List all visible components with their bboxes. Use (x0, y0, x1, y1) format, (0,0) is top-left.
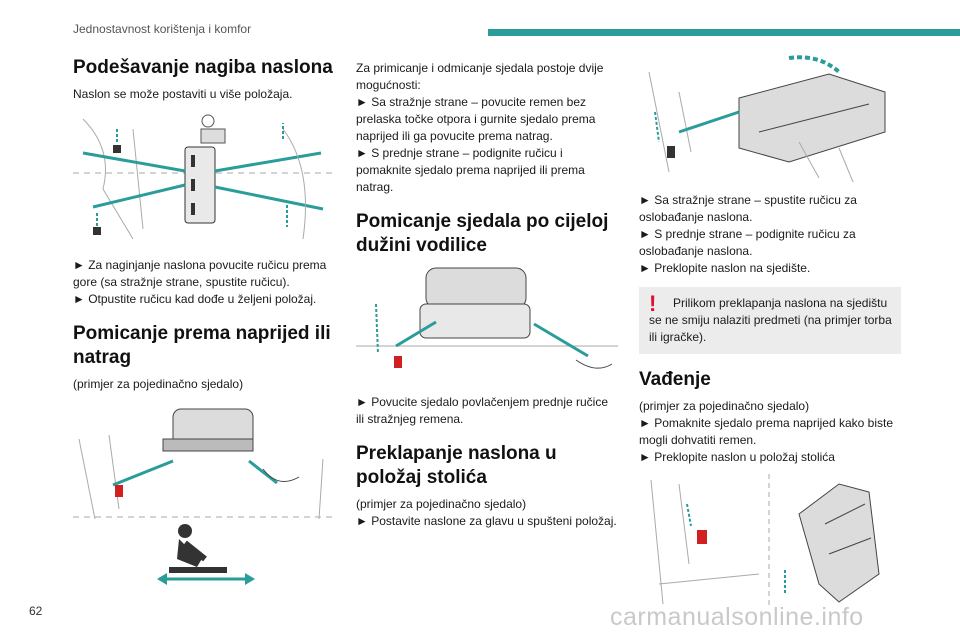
section-intro-forward-back: (primjer za pojedinačno sjedalo) (73, 377, 244, 391)
running-header: Jednostavnost korištenja i komfor (73, 22, 252, 36)
illustration-full-rail (356, 264, 618, 384)
page-number: 62 (29, 604, 43, 618)
section-title-forward-back: Pomicanje prema naprijed ili natrag (73, 323, 331, 368)
section-title-full-rail: Pomicanje sjedala po cijeloj dužini vodi… (356, 211, 609, 256)
column-3: ► Sa stražnje strane – spustite ručicu z… (639, 52, 901, 606)
section-title-recline: Podešavanje nagiba naslona (73, 57, 333, 78)
watermark: carmanualsonline.info (610, 603, 864, 631)
fold-steps: ► Sa stražnje strane – spustite ručicu z… (639, 193, 857, 275)
illustration-removal (639, 474, 901, 606)
section-text-table-position: (primjer za pojedinačno sjedalo) ► Posta… (356, 497, 617, 528)
header-accent-bar (488, 29, 960, 36)
section-intro-recline: Naslon se može postaviti u više položaja… (73, 87, 293, 101)
warning-icon: ! (649, 291, 657, 316)
illustration-fold-backrest (639, 52, 901, 182)
section-steps-recline: ► Za naginjanje naslona povucite ručicu … (73, 258, 327, 306)
column-1: Podešavanje nagiba naslona Naslon se mož… (73, 56, 335, 589)
section-text-removal: (primjer za pojedinačno sjedalo) ► Pomak… (639, 399, 894, 464)
warning-box: ! Prilikom preklapanja naslona na sjediš… (639, 287, 901, 354)
section-title-removal: Vađenje (639, 369, 711, 390)
warning-text: Prilikom preklapanja naslona na sjedištu… (649, 296, 892, 344)
section-step-full-rail: ► Povucite sjedalo povlačenjem prednje r… (356, 395, 609, 426)
column-2: Za primicanje i odmicanje sjedala postoj… (356, 60, 618, 530)
illustration-forward-back (73, 399, 335, 589)
section-title-table-position: Preklapanje naslona u položaj stolića (356, 443, 557, 488)
adjust-options-text: Za primicanje i odmicanje sjedala postoj… (356, 61, 604, 194)
illustration-recline (73, 109, 335, 249)
